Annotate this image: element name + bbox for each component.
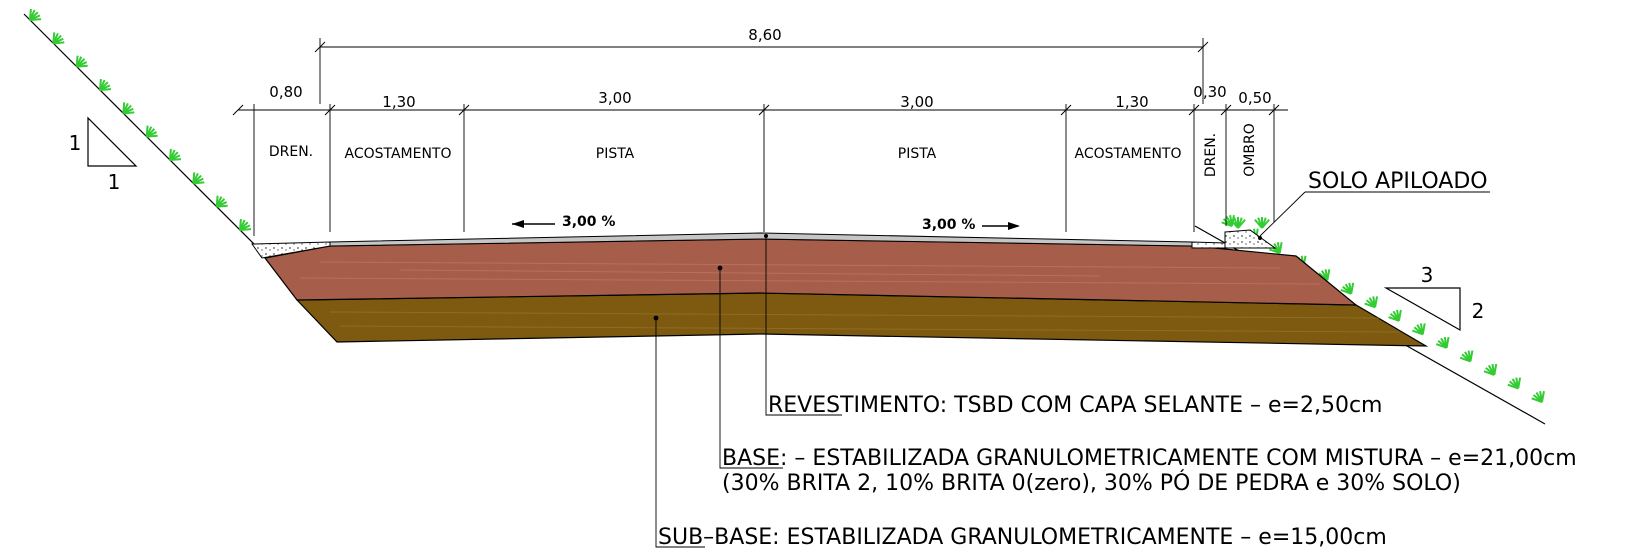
dim-ombro: 0,50 xyxy=(1238,89,1271,107)
ratio-left-vertical: 1 xyxy=(69,131,82,155)
grass-tuft-icon xyxy=(145,125,158,138)
grass-tuft-icon xyxy=(169,148,182,161)
subbase-texture xyxy=(329,311,1401,333)
grass-tuft-icon xyxy=(239,218,252,231)
grass-tuft-icon xyxy=(52,32,65,45)
dim-pista-left: 3,00 xyxy=(598,89,631,107)
subbase-key: SUB xyxy=(658,525,703,550)
base-desc: : – ESTABILIZADA GRANULOMETRICAMENTE COM… xyxy=(780,446,1577,471)
ratio-right-vertical: 2 xyxy=(1472,299,1485,323)
grass-tuft-icon xyxy=(122,102,135,115)
dim-dren-left: 0,80 xyxy=(269,83,302,101)
solo-annotation: SOLO APILOADO xyxy=(1258,169,1490,240)
leader-base xyxy=(717,265,783,469)
grass-tuft-icon xyxy=(1340,282,1355,295)
grass-tuft-icon xyxy=(215,195,228,208)
zone-dren-right: DREN. xyxy=(1203,133,1219,177)
dim-dren-right: 0,30 xyxy=(1193,83,1226,101)
dim-total-label: 8,60 xyxy=(748,26,781,44)
base-texture xyxy=(299,261,1321,285)
dim-acost-left: 1,30 xyxy=(382,93,415,111)
subbase-text: SUB–BASE: ESTABILIZADA GRANULOMETRICAMEN… xyxy=(658,525,1387,550)
zone-dren-left: DREN. xyxy=(269,144,313,160)
grass-tuft-icon xyxy=(75,55,88,68)
grass-tuft-icon xyxy=(1459,350,1474,363)
revestimento-text: REVESTIMENTO: TSBD COM CAPA SELANTE – e=… xyxy=(768,393,1383,418)
base-key: BASE xyxy=(722,446,780,471)
ratio-right-horizontal: 3 xyxy=(1421,263,1434,287)
dimension-row: 0,80 1,30 3,00 3,00 1,30 0,30 0,50 xyxy=(232,83,1288,116)
slope-right-label: 3,00 % xyxy=(922,217,975,233)
compacted-soil xyxy=(1224,229,1277,249)
grass-tuft-icon xyxy=(1388,309,1402,322)
leader-revestimento xyxy=(764,234,842,416)
zone-pista-right: PISTA xyxy=(898,146,937,162)
ratio-left-horizontal: 1 xyxy=(108,170,121,194)
leader-subbase xyxy=(653,315,705,548)
grass-tuft-icon xyxy=(1507,377,1522,390)
dimension-tick xyxy=(232,104,244,116)
grass-tuft-icon xyxy=(1254,217,1270,229)
grass-tuft-icon xyxy=(99,78,112,91)
slope-right: 3,00 % xyxy=(922,217,1020,233)
zone-dividers xyxy=(253,104,1275,236)
slope-left-label: 3,00 % xyxy=(562,214,615,230)
solo-label: SOLO APILOADO xyxy=(1308,169,1488,194)
zone-acost-left: ACOSTAMENTO xyxy=(344,146,451,162)
zone-pista-left: PISTA xyxy=(596,146,635,162)
grass-tuft-icon xyxy=(192,172,205,185)
revestimento-desc: : TSBD COM CAPA SELANTE – e=2,50cm xyxy=(940,393,1383,418)
left-drain xyxy=(251,241,331,259)
ratio-left: 1 1 xyxy=(69,116,138,194)
grass-tuft-icon xyxy=(1531,390,1545,403)
zone-ombro: OMBRO xyxy=(1242,123,1258,176)
grass-tuft-icon xyxy=(1483,363,1498,376)
grass-left xyxy=(29,8,252,231)
grass-tuft-icon xyxy=(1269,242,1283,255)
left-embankment-slope xyxy=(23,13,261,251)
zone-acost-right: ACOSTAMENTO xyxy=(1074,146,1181,162)
ratio-right: 3 2 xyxy=(1383,263,1485,332)
grass-tuft-icon xyxy=(1364,296,1379,309)
slope-left: 3,00 % xyxy=(512,214,615,230)
dim-pista-right: 3,00 xyxy=(900,93,933,111)
dim-acost-right: 1,30 xyxy=(1115,93,1148,111)
grass-tuft-icon xyxy=(29,8,42,21)
subbase-desc: –BASE: ESTABILIZADA GRANULOMETRICAMENTE … xyxy=(703,525,1387,550)
dimension-total: 8,60 xyxy=(314,26,1209,104)
grass-tuft-icon xyxy=(1435,336,1450,349)
revestimento-key: REVESTIMENTO xyxy=(768,393,940,418)
grass-tuft-icon xyxy=(1412,323,1426,336)
grass-tuft-icon xyxy=(1230,217,1246,229)
base-line2: (30% BRITA 2, 10% BRITA 0(zero), 30% PÓ … xyxy=(722,470,1461,496)
base-text: BASE: – ESTABILIZADA GRANULOMETRICAMENTE… xyxy=(722,446,1577,471)
right-drain xyxy=(1191,241,1226,249)
